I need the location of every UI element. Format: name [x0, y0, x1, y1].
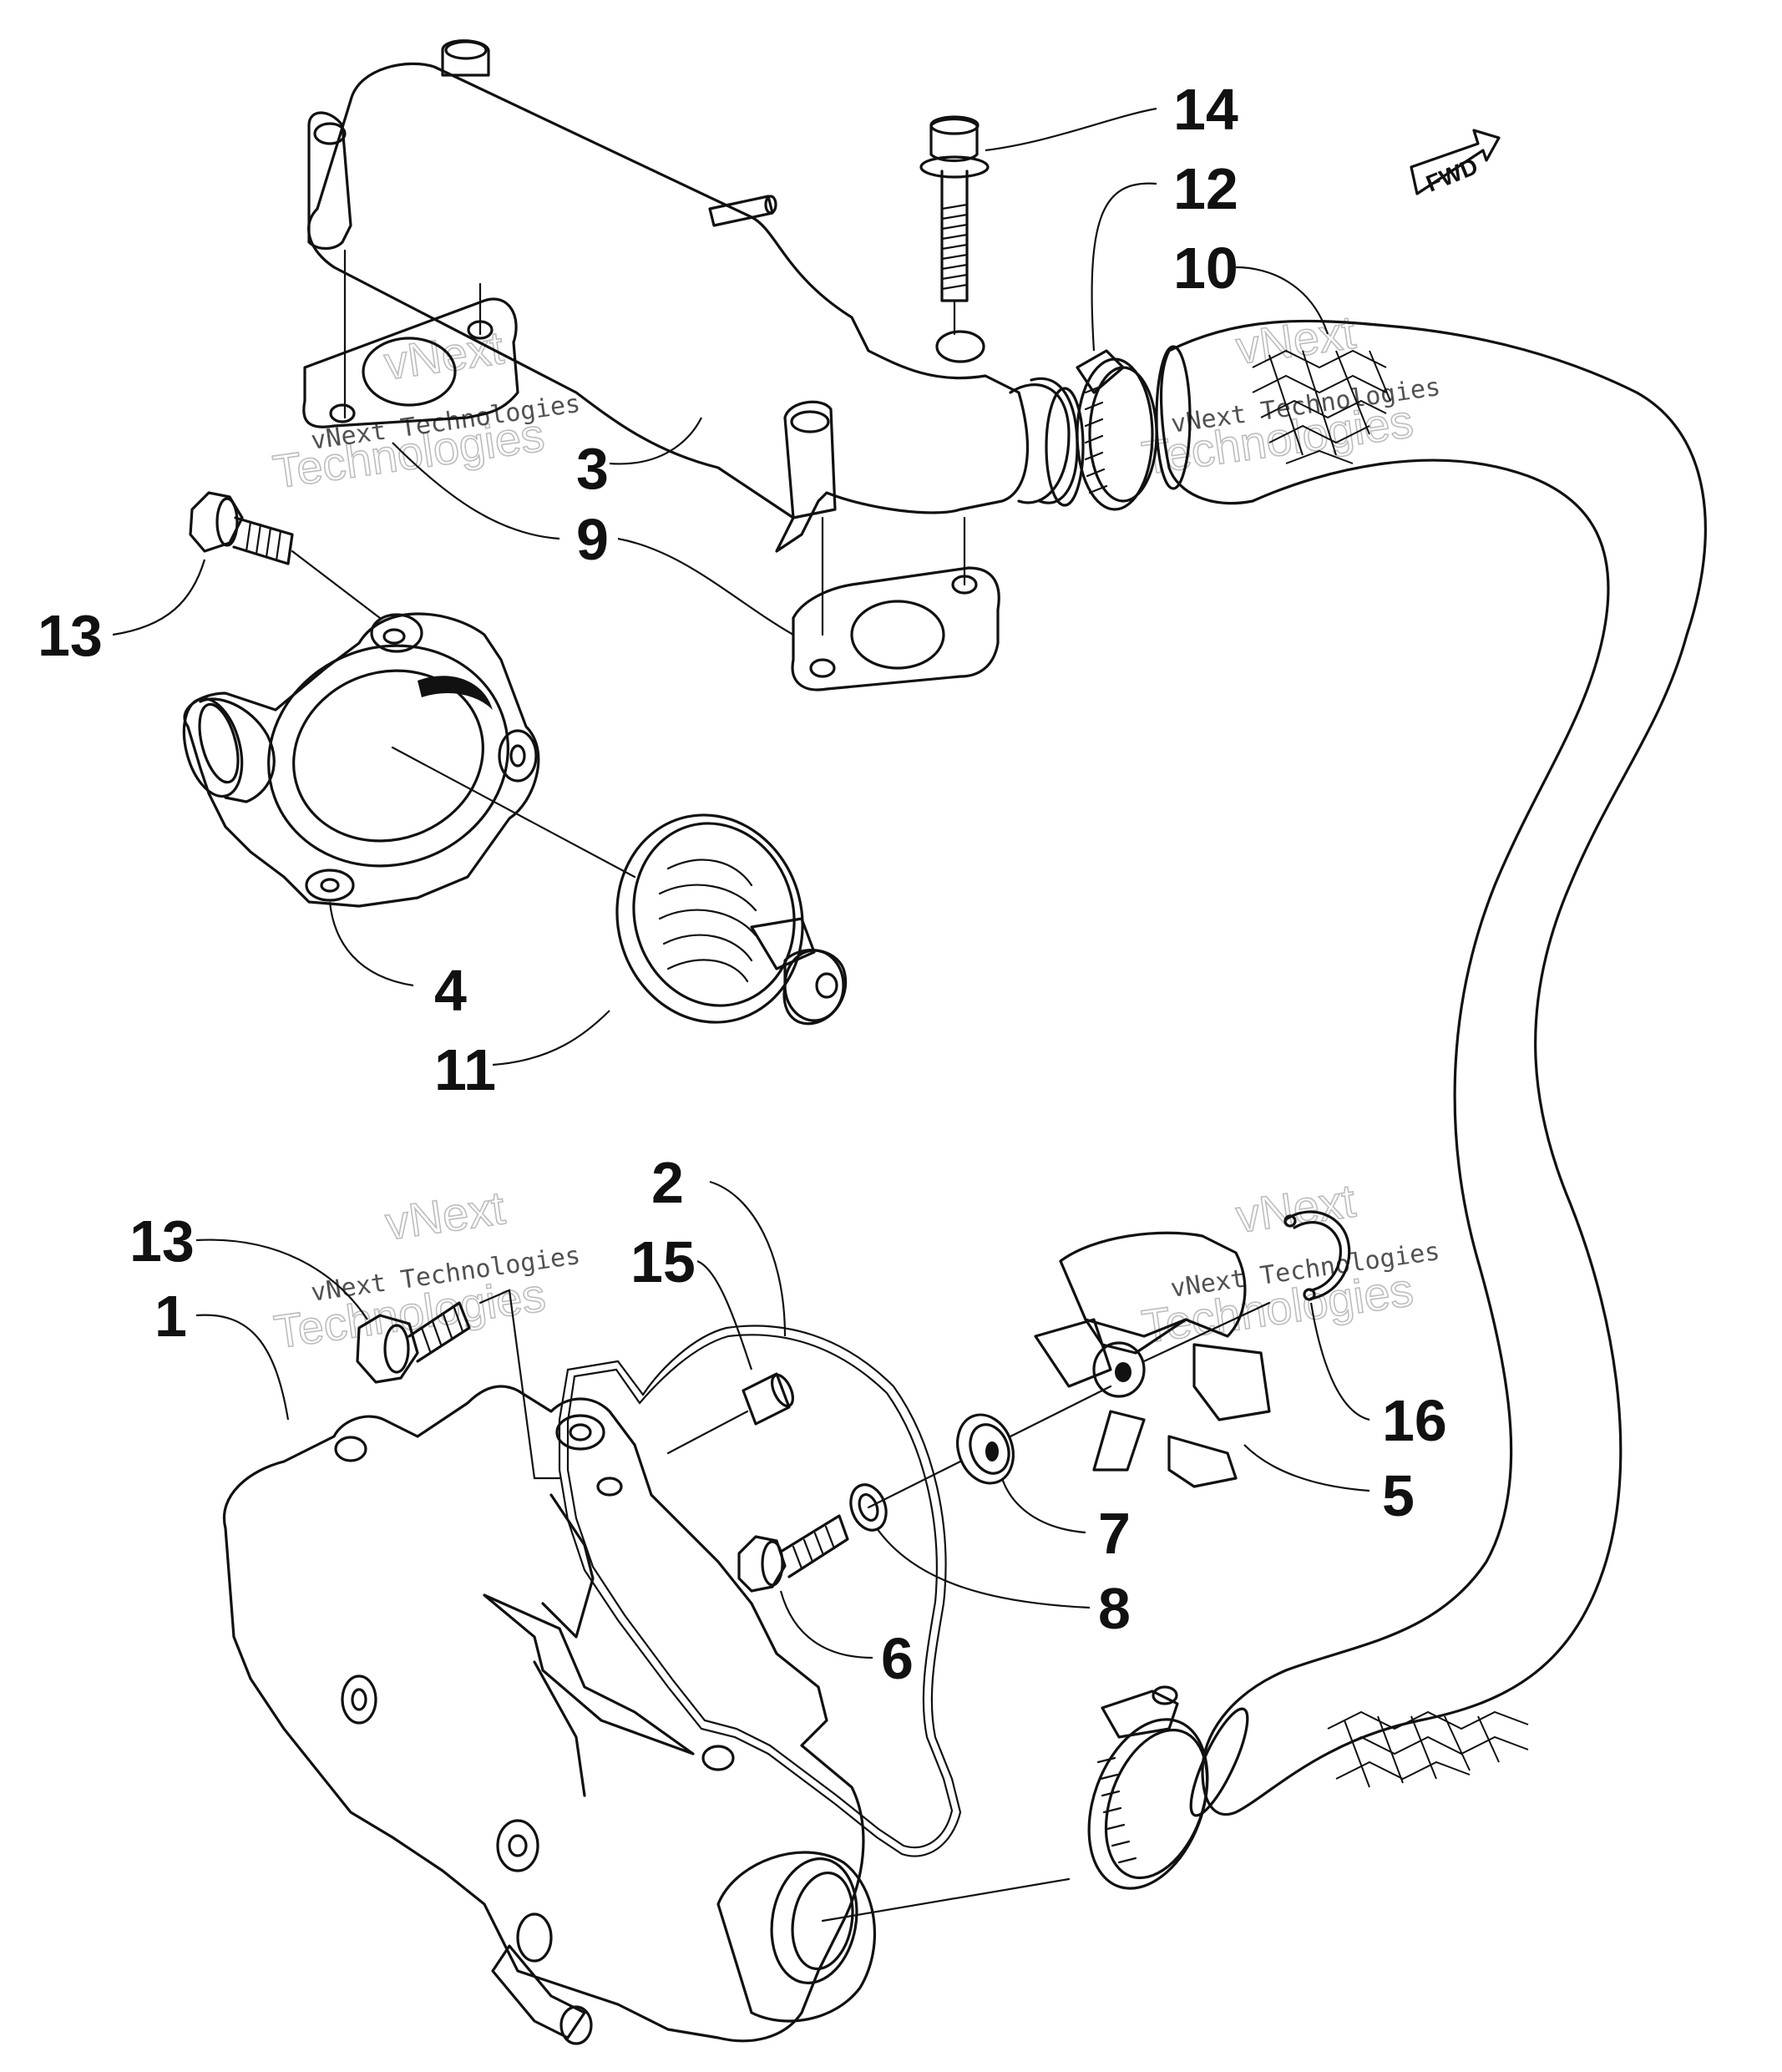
leader-7 — [1000, 1477, 1086, 1534]
washer-8 — [849, 1483, 888, 1532]
fwd-direction-arrow: FWD — [1410, 129, 1501, 197]
callout-3: 3 — [576, 436, 609, 501]
leader-16 — [1309, 1302, 1370, 1421]
bolt-13-upper — [189, 491, 382, 620]
leader-2 — [709, 1180, 787, 1337]
impeller — [1034, 1231, 1271, 1488]
hose-clamp-upper — [1076, 349, 1158, 511]
callout-7: 7 — [1098, 1501, 1131, 1566]
watermark-outline-1: vNext — [382, 1181, 509, 1249]
callout-4: 4 — [434, 958, 467, 1023]
seal-7 — [867, 1385, 1112, 1509]
hose-clamp-lower — [1087, 1685, 1209, 1890]
leader-9a — [392, 442, 560, 540]
bolt-13-lower — [356, 1289, 561, 1480]
watermark-outline-1: vNext — [1233, 306, 1359, 374]
gasket-upper — [302, 297, 519, 428]
callout-13-lower: 13 — [129, 1208, 195, 1274]
leader-13a — [112, 559, 206, 636]
callout-6: 6 — [881, 1626, 914, 1691]
leader-3 — [609, 417, 702, 465]
water-pipe-manifold — [307, 39, 1085, 636]
coolant-hose — [1155, 319, 1707, 1817]
thermostat — [615, 813, 848, 1026]
thermostat-housing — [182, 612, 636, 908]
callout-2: 2 — [651, 1150, 684, 1215]
leader-14 — [985, 107, 1157, 152]
callout-14: 14 — [1173, 77, 1238, 142]
callout-10: 10 — [1173, 236, 1238, 301]
callout-11: 11 — [434, 1037, 496, 1102]
gasket-lower — [791, 566, 1000, 692]
callout-12: 12 — [1173, 156, 1238, 221]
callout-16: 16 — [1382, 1388, 1447, 1453]
callout-1: 1 — [154, 1284, 187, 1349]
leader-1 — [195, 1314, 290, 1421]
circlip-16 — [1283, 1210, 1351, 1301]
fwd-arrow-shape — [1410, 129, 1501, 195]
watermark-top-right: vNext Technologies vNext Technologies — [1138, 305, 1442, 485]
callout-15: 15 — [630, 1229, 696, 1294]
leader-12 — [1091, 182, 1157, 352]
watermark-outline-1: vNext — [1233, 1174, 1359, 1243]
leader-15 — [696, 1259, 753, 1370]
bolt-6 — [737, 1514, 849, 1593]
callout-labels: 14 12 10 3 9 13 4 11 13 1 2 15 16 5 7 8 … — [38, 77, 1447, 1691]
water-pump-body — [222, 1385, 1071, 2045]
leader-10 — [1235, 266, 1329, 335]
leader-8 — [876, 1527, 1091, 1609]
pump-gasket — [558, 1325, 962, 1857]
leader-13b — [195, 1239, 368, 1320]
callout-13-upper: 13 — [38, 603, 103, 668]
leader-6 — [779, 1590, 873, 1659]
leader-11 — [492, 1010, 610, 1066]
dowel-pin — [666, 1372, 794, 1455]
callout-5: 5 — [1382, 1463, 1415, 1528]
callout-8: 8 — [1098, 1576, 1131, 1641]
leader-4 — [328, 901, 414, 987]
leader-lines — [112, 107, 1370, 1659]
bolt-14 — [919, 115, 990, 336]
leader-5 — [1243, 1444, 1370, 1492]
callout-9: 9 — [576, 507, 609, 572]
leader-9b — [617, 537, 794, 636]
